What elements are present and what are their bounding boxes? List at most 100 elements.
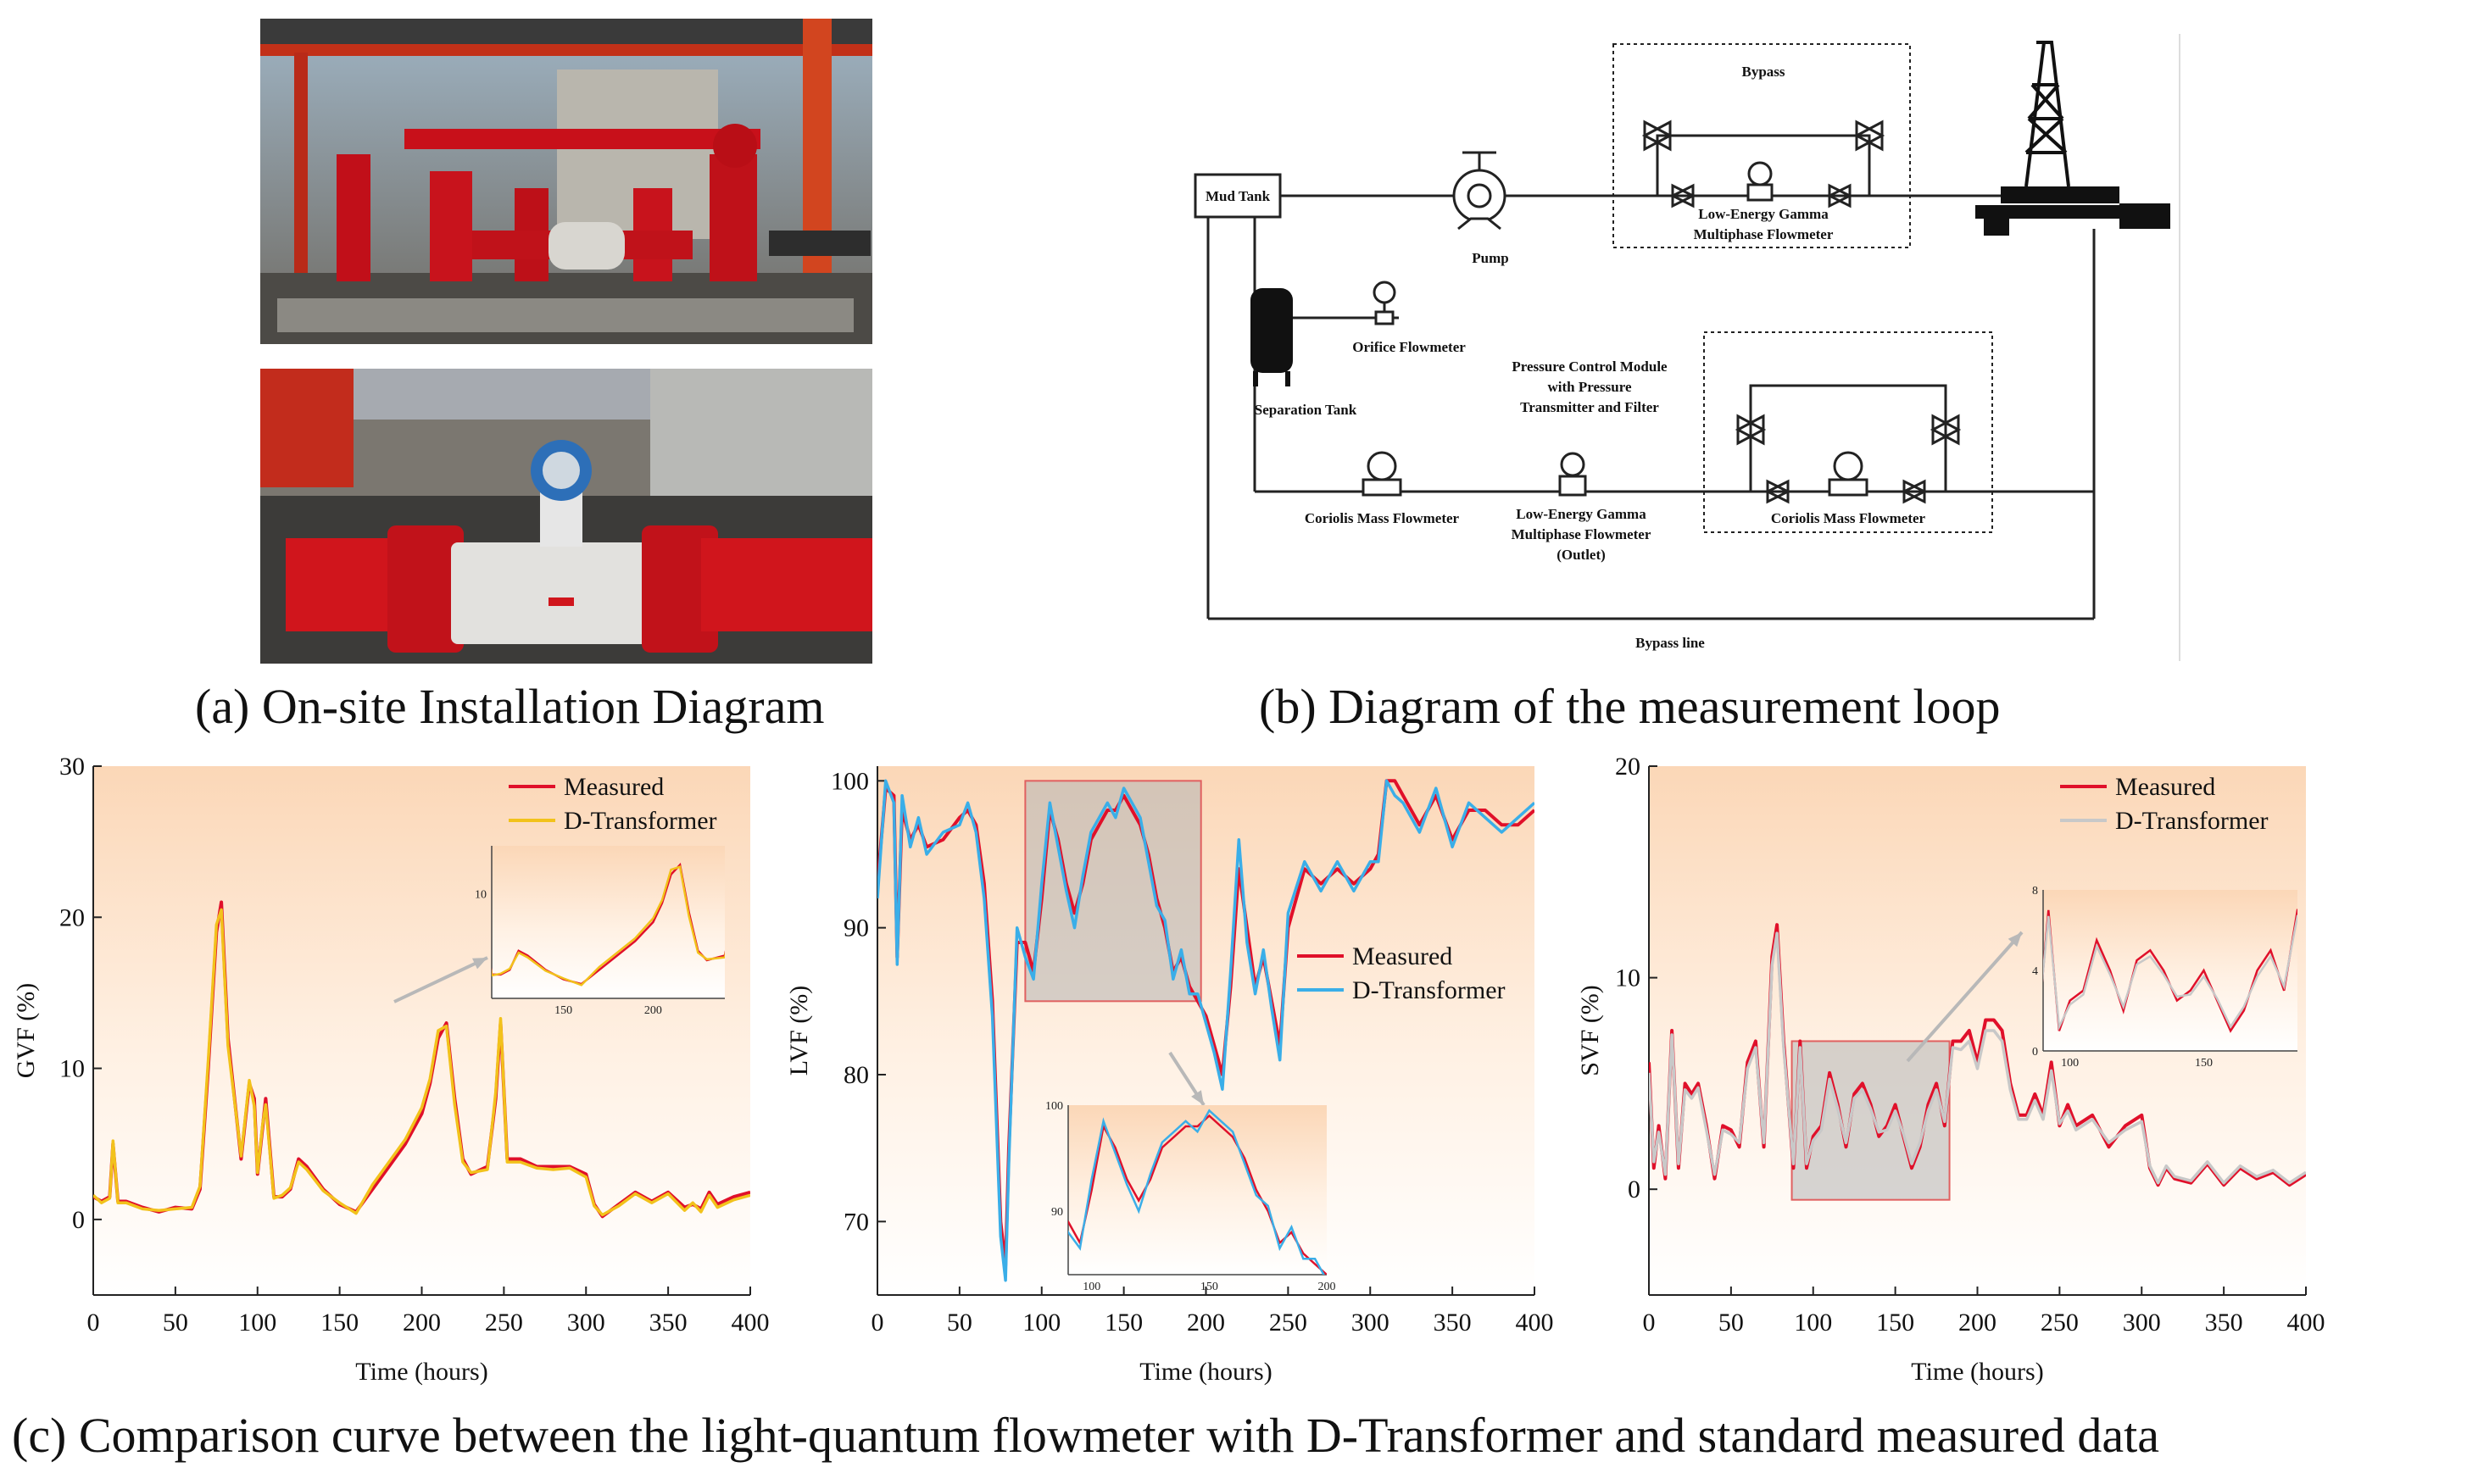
y-tick-label: 70 (844, 1208, 869, 1236)
y-axis-label: GVF (%) (12, 983, 40, 1079)
x-axis-label: Time (hours) (355, 1358, 487, 1386)
installation-photo-top (260, 19, 872, 344)
installation-photo-bottom (260, 369, 872, 664)
label-orifice: Orifice Flowmeter (1352, 339, 1466, 355)
x-tick-label: 50 (1718, 1309, 1744, 1337)
x-tick-label: 250 (485, 1309, 523, 1337)
inset-series-d-transformer (492, 865, 725, 987)
callout-arrow (393, 956, 488, 1003)
label-gamma-top-2: Multiphase Flowmeter (1694, 226, 1834, 242)
y-tick-label: 0 (1628, 1176, 1640, 1203)
y-tick-label: 20 (59, 903, 85, 931)
y-axis-label: SVF (%) (1576, 985, 1604, 1076)
label-gamma-out-3: (Outlet) (1556, 547, 1606, 563)
y-tick-label: 80 (844, 1061, 869, 1089)
x-tick-label: 250 (1269, 1309, 1307, 1337)
inset-y-tick-label: 100 (1045, 1100, 1063, 1113)
inset-background (2043, 890, 2297, 1051)
callout-arrow-head (1191, 1090, 1204, 1105)
inset-background (492, 846, 725, 998)
x-tick-label: 0 (1643, 1309, 1656, 1337)
x-tick-label: 200 (1958, 1309, 1996, 1337)
legend-label: D-Transformer (1352, 976, 1506, 1004)
y-tick-label: 10 (59, 1055, 85, 1083)
y-tick-label: 30 (59, 753, 85, 781)
inset-x-tick-label: 200 (644, 1004, 662, 1017)
inset-y-tick-label: 10 (475, 888, 487, 901)
x-tick-label: 200 (403, 1309, 441, 1337)
callout-arrow (1906, 931, 2024, 1063)
inset-y-tick-label: 8 (2032, 885, 2038, 898)
separation-tank-icon (1250, 288, 1293, 386)
x-tick-label: 350 (649, 1309, 688, 1337)
label-mud-tank: Mud Tank (1206, 188, 1271, 204)
x-tick-label: 100 (1794, 1309, 1832, 1337)
caption-b: (b) Diagram of the measurement loop (1259, 679, 2001, 734)
x-tick-label: 150 (320, 1309, 359, 1337)
inset-y-tick-label: 0 (2032, 1046, 2038, 1059)
rig-floor (2001, 186, 2119, 203)
y-tick-label: 100 (831, 767, 869, 795)
flowmeter-icons (1362, 161, 1868, 497)
bottom-bypass-box (1703, 331, 1993, 533)
x-tick-label: 350 (1434, 1309, 1472, 1337)
x-axis-label: Time (hours) (1911, 1358, 2043, 1386)
y-tick-label: 0 (72, 1206, 85, 1234)
measurement-loop-diagram: Mud Tank Bypass Pump Low-Energy Gamma Mu… (1194, 34, 2180, 661)
inset-x-tick-label: 150 (2195, 1057, 2213, 1070)
label-bypass: Bypass (1741, 64, 1785, 80)
legend-label: D-Transformer (564, 807, 717, 835)
inset-x-tick-label: 100 (2061, 1057, 2079, 1070)
y-axis-label: LVF (%) (785, 986, 813, 1075)
x-tick-label: 350 (2205, 1309, 2243, 1337)
plot-background (93, 766, 750, 1295)
label-coriolis-left: Coriolis Mass Flowmeter (1305, 510, 1460, 526)
x-axis-label: Time (hours) (1139, 1358, 1272, 1386)
zoom-region-box (1790, 1040, 1951, 1201)
legend-label: Measured (564, 773, 664, 801)
label-pressure-3: Transmitter and Filter (1520, 399, 1659, 415)
x-tick-label: 400 (2287, 1309, 2325, 1337)
callout-arrow-head (2008, 932, 2022, 948)
inset-background (1068, 1105, 1327, 1275)
inset-x-tick-label: 150 (1200, 1281, 1218, 1293)
x-tick-label: 50 (947, 1309, 972, 1337)
top-bypass-box (1612, 43, 1911, 248)
inset-y-tick-label: 90 (1051, 1206, 1063, 1219)
series-line-d-transformer (1649, 931, 2306, 1185)
inset-series-d-transformer (2043, 914, 2297, 1031)
x-tick-label: 100 (1022, 1309, 1061, 1337)
x-tick-label: 0 (87, 1309, 100, 1337)
legend-label: Measured (1352, 942, 1452, 970)
x-tick-label: 400 (732, 1309, 770, 1337)
inset-x-tick-label: 150 (554, 1004, 572, 1017)
label-gamma-top-1: Low-Energy Gamma (1698, 206, 1829, 222)
mud-tank-box (1194, 173, 1282, 219)
pump-icon (1452, 151, 1506, 231)
y-tick-label: 20 (1615, 753, 1640, 781)
x-tick-label: 150 (1105, 1309, 1143, 1337)
label-pressure-1: Pressure Control Module (1512, 358, 1668, 375)
x-tick-label: 150 (1876, 1309, 1914, 1337)
series-line-d-transformer (877, 779, 1534, 1282)
x-tick-label: 200 (1187, 1309, 1225, 1337)
label-gamma-out-2: Multiphase Flowmeter (1512, 526, 1651, 542)
label-pump: Pump (1472, 250, 1508, 266)
label-coriolis-right: Coriolis Mass Flowmeter (1771, 510, 1926, 526)
x-tick-label: 100 (238, 1309, 276, 1337)
x-tick-label: 0 (872, 1309, 884, 1337)
y-tick-label: 90 (844, 914, 869, 942)
inset-x-tick-label: 100 (1083, 1281, 1100, 1293)
x-tick-label: 300 (1351, 1309, 1389, 1337)
valve-icons (1641, 119, 1962, 504)
caption-a: (a) On-site Installation Diagram (195, 679, 825, 734)
x-tick-label: 250 (2041, 1309, 2079, 1337)
label-gamma-out-1: Low-Energy Gamma (1516, 506, 1646, 522)
x-tick-label: 400 (1516, 1309, 1554, 1337)
label-bypass-line: Bypass line (1635, 635, 1705, 651)
x-tick-label: 50 (163, 1309, 188, 1337)
inset-y-tick-label: 4 (2032, 965, 2038, 978)
caption-c: (c) Comparison curve between the light-q… (12, 1408, 2159, 1463)
